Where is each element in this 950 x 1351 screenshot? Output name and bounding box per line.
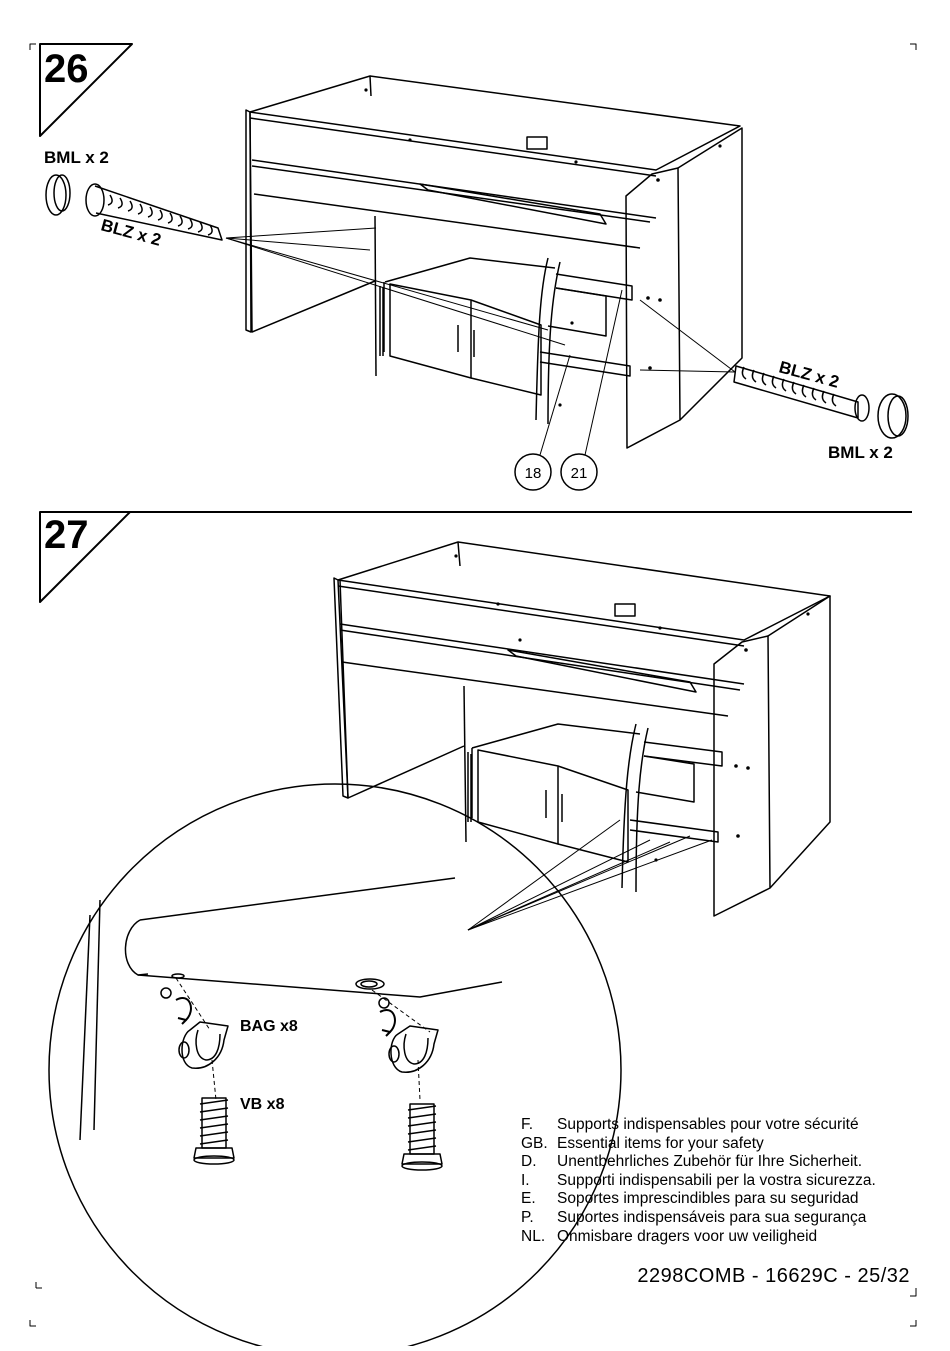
part-callout-18: 18 (514, 453, 552, 491)
step-26-bed-drawing (245, 75, 743, 449)
crop-marks (29, 43, 917, 1327)
vb-label: VB x8 (240, 1096, 285, 1113)
svg-text:21: 21 (571, 465, 588, 482)
step-26-leader-lines (225, 227, 736, 456)
safety-notes: F.Supports indispensables pour votre séc… (521, 1116, 941, 1246)
safety-note-d: D.Unentbehrliches Zubehör für Ihre Siche… (521, 1153, 862, 1171)
step-26-number: 26 (44, 47, 89, 91)
detail-magnifier (48, 783, 622, 1351)
bml-label-right: BML x 2 (828, 443, 893, 462)
step-26-left-hardware (45, 174, 223, 241)
blz-label-right: BLZ x 2 (777, 358, 841, 392)
step-27-number: 27 (44, 513, 89, 557)
safety-note-nl: NL.Onmisbare dragers voor uw veiligheid (521, 1227, 818, 1245)
step-26-right-hardware (733, 365, 909, 439)
safety-note-i: I.Supporti indispensabili per la vostra … (521, 1171, 876, 1189)
bag-bracket-right (378, 997, 439, 1073)
vb-screw-left (193, 1097, 235, 1165)
bag-bracket-left (160, 987, 229, 1069)
part-callout-21: 21 (560, 453, 598, 491)
bag-label: BAG x8 (240, 1018, 298, 1035)
vb-screw-right (401, 1103, 443, 1171)
safety-note-f: F.Supports indispensables pour votre séc… (521, 1116, 859, 1133)
step-26-badge: 26 (39, 43, 133, 137)
step-27-badge: 27 (39, 511, 131, 603)
safety-note-gb: GB.Essential items for your safety (521, 1134, 764, 1152)
svg-text:18: 18 (525, 465, 542, 482)
bml-label-left: BML x 2 (44, 148, 109, 167)
page-reference: 2298COMB - 16629C - 25/32 (637, 1265, 910, 1287)
safety-note-p: P.Suportes indispensáveis para sua segur… (521, 1208, 867, 1226)
safety-note-e: E.Soportes imprescindibles para su segur… (521, 1190, 859, 1208)
step-27-bed-drawing (333, 541, 831, 917)
